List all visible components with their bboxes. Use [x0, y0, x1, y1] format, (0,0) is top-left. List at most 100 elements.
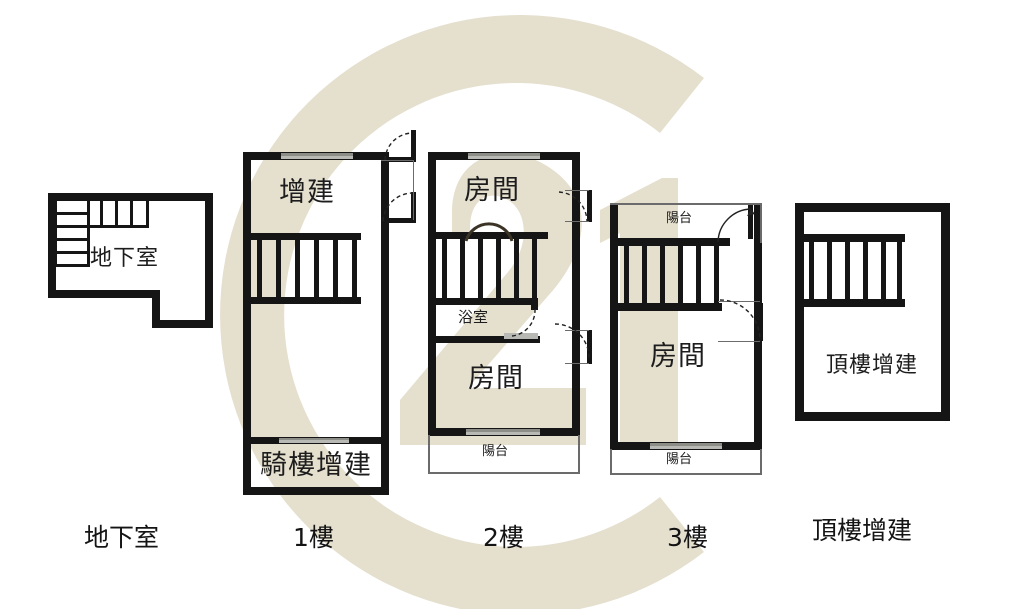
f2-stair-arch [464, 222, 514, 242]
f3-top-balcony-partition [610, 238, 730, 246]
basement-stair-frame-left [54, 199, 57, 267]
f2-balcony-outline-right [578, 435, 580, 474]
f3-room-door-jamb [758, 303, 763, 341]
f3-balcony-door-jamb [748, 205, 753, 239]
basement-stair-frame-bottom [87, 225, 149, 228]
basement-stair-frame-right2 [146, 199, 149, 228]
f1-stair-wall-upper [243, 233, 361, 240]
f1-stair-riser [276, 240, 281, 297]
basement-room-label: 地下室 [90, 246, 160, 271]
basement-stair-tread [54, 225, 90, 228]
f3-stair-riser [714, 246, 719, 304]
f3-room-door-recess-top [718, 301, 760, 302]
f1-stair-riser [295, 240, 300, 297]
f1-arcade-extension-label: 騎樓增建 [260, 450, 372, 481]
basement-wall-bottom-right [152, 320, 213, 328]
f2-bathroom-label: 浴室 [458, 308, 489, 326]
f1-door-swing-lower [381, 188, 421, 224]
f1-stair-riser [333, 240, 338, 297]
f3-stair-wall-lower [610, 303, 722, 311]
f3-stair-riser [624, 246, 629, 304]
rooftop-stair-riser [845, 242, 850, 299]
f2-balcony-outline-bottom [428, 472, 580, 474]
f3-top-balcony-outline-right [760, 203, 762, 243]
f2-bathroom-door-swing [510, 307, 548, 339]
f3-room-label: 房間 [650, 341, 706, 372]
basement-stair-riser [115, 199, 118, 228]
basement-stair-frame-right [87, 199, 90, 267]
f1-door-swing-upper [381, 130, 421, 164]
floor-plan-floor1: 增建 騎樓增建 [243, 152, 389, 495]
f3-top-balcony-label: 陽台 [666, 211, 693, 226]
f2-stair-riser [478, 239, 483, 298]
basement-stair-tread [54, 212, 90, 215]
rooftop-stair-riser [827, 242, 832, 299]
f2-lower-door-group [554, 323, 601, 378]
caption-floor2: 2樓 [483, 523, 524, 552]
rooftop-wall-bottom [795, 412, 950, 421]
basement-wall-left [48, 193, 56, 298]
f2-stair-wall-lower [428, 298, 538, 305]
rooftop-wall-top [795, 203, 950, 212]
f3-stair-riser [660, 246, 665, 304]
f3-stair-riser [678, 246, 683, 304]
f2-rear-window-shade [466, 429, 540, 432]
f2-stair-riser [514, 239, 519, 298]
basement-stair-riser [100, 199, 103, 228]
f1-stair-riser [352, 240, 357, 297]
f2-room-top-label: 房間 [464, 175, 520, 206]
rooftop-wall-left [795, 203, 804, 421]
f3-balcony-door-swing [717, 207, 755, 243]
rooftop-stair-riser [881, 242, 886, 299]
basement-stair-tread [54, 264, 90, 267]
basement-wall-right [205, 193, 213, 328]
basement-stair-tread [54, 238, 90, 241]
f3-room-door-recess-bot [718, 341, 760, 342]
f1-front-window-shade [281, 153, 353, 156]
caption-floor3: 3樓 [667, 523, 708, 552]
f2-door-swing-lower2 [551, 322, 595, 366]
f2-stair-riser [460, 239, 465, 298]
basement-wall-top [48, 193, 213, 201]
f2-front-window-shade [468, 153, 540, 156]
f3-balcony-outline-bottom [610, 473, 762, 475]
f1-stair-riser [257, 240, 262, 297]
caption-basement: 地下室 [84, 523, 160, 552]
f2-balcony-label: 陽台 [482, 444, 509, 459]
caption-rooftop: 頂樓增建 [812, 516, 913, 545]
f3-balcony-outline-right [760, 449, 762, 475]
floor-plan-basement: 地下室 [48, 193, 213, 328]
f3-top-balcony-outline-top [610, 203, 762, 205]
f1-stair-wall-lower [243, 297, 361, 304]
caption-floor1: 1樓 [293, 523, 334, 552]
basement-stair-tread [54, 251, 90, 254]
f1-arcade-window-shade [279, 438, 349, 440]
basement-stair-riser [130, 199, 133, 228]
f3-bottom-balcony-label: 陽台 [666, 452, 693, 467]
f3-room-door-group [718, 297, 768, 349]
f2-door-swing-upper [557, 190, 593, 224]
f3-stair-riser [642, 246, 647, 304]
f2-balcony-outline-left [428, 435, 430, 474]
rooftop-stair-riser [809, 242, 814, 299]
f1-wall-bottom [243, 487, 389, 495]
f1-extension-label: 增建 [279, 177, 335, 208]
rooftop-room-label: 頂樓增建 [826, 353, 919, 378]
basement-wall-step-vertical [152, 290, 160, 328]
f2-wall-left [428, 152, 436, 435]
f2-stair-riser [532, 239, 537, 298]
floor-plan-rooftop: 頂樓增建 [795, 203, 950, 421]
rooftop-stair-wall-upper [795, 234, 905, 242]
f1-stair-riser [314, 240, 319, 297]
rooftop-stair-riser [863, 242, 868, 299]
f2-stair-riser [442, 239, 447, 298]
rooftop-stair-riser [897, 242, 902, 299]
rooftop-stair-wall-lower [795, 299, 905, 307]
basement-wall-bottom-left [48, 290, 160, 298]
f3-stair-riser [696, 246, 701, 304]
f3-room-door-swing [718, 297, 768, 347]
f1-right-entrance-group [381, 130, 423, 250]
rooftop-wall-right [941, 203, 950, 421]
f2-room-bottom-label: 房間 [468, 363, 524, 394]
